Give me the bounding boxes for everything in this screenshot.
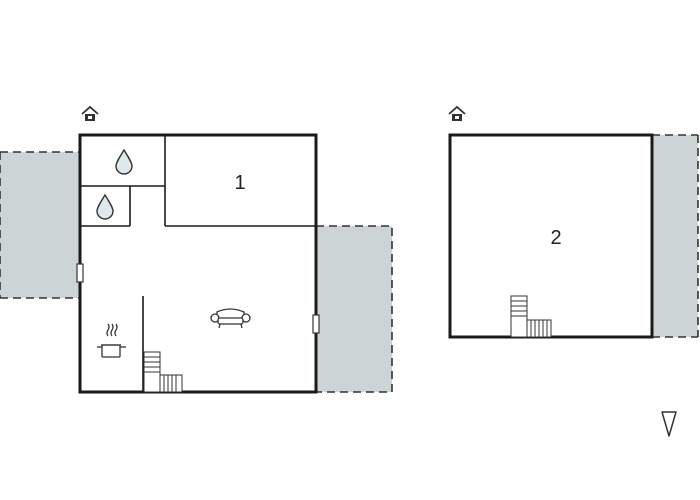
stairs-icon <box>510 295 552 338</box>
door-icon <box>76 263 84 283</box>
floor-upper: 2 <box>448 105 699 339</box>
door-icon <box>312 314 320 334</box>
sofa-icon <box>210 308 251 329</box>
water-drop-icon <box>115 148 133 175</box>
terrace-right <box>316 225 393 393</box>
floor-ground: 1 <box>0 105 393 394</box>
house-icon <box>448 105 466 121</box>
terrace-left <box>0 151 80 299</box>
room-label-1: 1 <box>234 172 245 194</box>
cooking-pot-icon <box>97 323 126 358</box>
house-icon <box>81 105 99 121</box>
water-drop-icon <box>96 193 114 220</box>
terrace-upper <box>652 134 699 338</box>
interior-walls <box>80 135 316 392</box>
room-label-2: 2 <box>550 227 561 249</box>
north-arrow-icon <box>661 411 677 437</box>
stairs-icon <box>143 351 183 393</box>
